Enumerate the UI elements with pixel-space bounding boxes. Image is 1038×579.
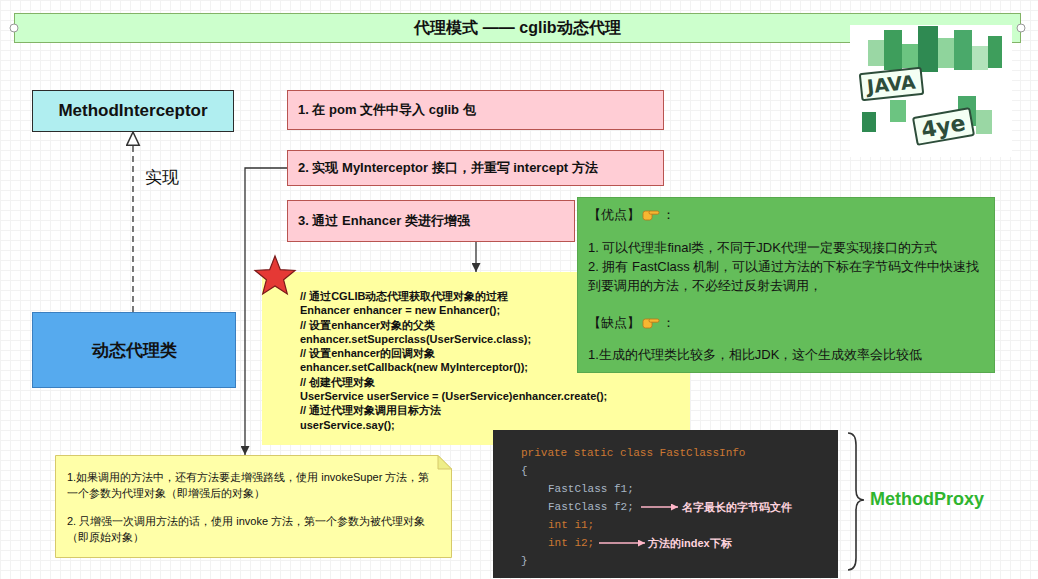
- logo-text: 4ye: [912, 107, 975, 146]
- code-line: {: [521, 462, 528, 480]
- code-line: // 设置enhancer对象的父类: [300, 318, 435, 332]
- note-fold: [438, 456, 452, 470]
- logo-art: [850, 25, 1012, 157]
- proxy-class-box: 动态代理类: [32, 312, 236, 388]
- code-line: // 设置enhancer的回调对象: [300, 346, 435, 360]
- code-panel: private static class FastClassInfo{FastC…: [493, 430, 838, 578]
- box-label: 动态代理类: [92, 339, 177, 362]
- panel-text: 2. 拥有 FastClass 机制，可以通过方法的下标在字节码文件中快速找到要…: [588, 257, 984, 295]
- group-label: MethodProxy: [870, 489, 984, 510]
- code-line: enhancer.setSuperclass(UserService.class…: [300, 332, 531, 346]
- code-line: // 通过代理对象调用目标方法: [300, 403, 441, 417]
- code-line: 方法的index下标: [648, 534, 732, 552]
- code-line: }: [521, 552, 528, 570]
- hand-icon: [642, 207, 660, 221]
- code-line: int i2;: [521, 534, 594, 552]
- band-handle: [1017, 24, 1025, 32]
- flow-arrow: [475, 242, 476, 272]
- step-box: 1. 在 pom 文件中导入 cglib 包: [287, 90, 664, 130]
- title-band: 代理模式 —— cglib动态代理: [14, 13, 1021, 43]
- logo-text: JAVA: [859, 67, 924, 101]
- code-line: UserService userService = (UserService)e…: [300, 389, 607, 403]
- panel-text: 1. 可以代理非final类，不同于JDK代理一定要实现接口的方式: [588, 238, 984, 257]
- code-line: enhancer.setCallback(new MyInterceptor()…: [300, 360, 528, 374]
- star-mark: [255, 256, 295, 294]
- step-text: 2. 实现 MyInterceptor 接口，并重写 intercept 方法: [298, 159, 598, 177]
- step-text: 1. 在 pom 文件中导入 cglib 包: [298, 101, 476, 119]
- code-line: // 通过CGLIB动态代理获取代理对象的过程: [300, 289, 508, 303]
- code-line: FastClass f1;: [521, 480, 634, 498]
- panel-text: ：: [662, 207, 675, 222]
- note-text: 2. 只增强一次调用方法的话，使用 invoke 方法，第一个参数为被代理对象（…: [67, 513, 434, 545]
- code-line: 名字最长的字节码文件: [682, 498, 792, 516]
- hand-icon: [642, 315, 660, 329]
- panel-text: 【优点】: [588, 207, 640, 222]
- panel-text: 【缺点】: [588, 315, 640, 330]
- step-box: 3. 通过 Enhancer 类进行增强: [287, 200, 575, 242]
- code-line: userService.say();: [300, 418, 395, 432]
- panel-text: ：: [662, 315, 675, 330]
- diagram-title: 代理模式 —— cglib动态代理: [414, 18, 620, 39]
- curly-brace: [848, 433, 864, 570]
- realization-arrow: [132, 132, 133, 312]
- code-line: int i1;: [521, 516, 594, 534]
- band-handle: [10, 24, 18, 32]
- edge-label: 实现: [145, 168, 179, 188]
- leader-arrow: [641, 506, 678, 508]
- code-line: // 创建代理对象: [300, 375, 375, 389]
- panel-text: 1.生成的代理类比较多，相比JDK，这个生成效率会比较低: [588, 345, 984, 364]
- code-line: Enhancer enhancer = new Enhancer();: [300, 303, 500, 317]
- sticky-note: 1.如果调用的方法中，还有方法要走增强路线，使用 invokeSuper 方法，…: [55, 455, 452, 558]
- step-box: 2. 实现 MyInterceptor 接口，并重写 intercept 方法: [287, 150, 664, 186]
- note-text: 1.如果调用的方法中，还有方法要走增强路线，使用 invokeSuper 方法，…: [67, 469, 434, 501]
- pros-cons-panel: 【优点】 ： 1. 可以代理非final类，不同于JDK代理一定要实现接口的方式2.…: [577, 197, 995, 373]
- note-body: [56, 456, 452, 558]
- step-text: 3. 通过 Enhancer 类进行增强: [298, 212, 470, 230]
- interface-box: MethodInterceptor: [32, 90, 234, 132]
- box-label: MethodInterceptor: [58, 101, 207, 121]
- code-line: private static class FastClassInfo: [521, 444, 745, 462]
- code-line: FastClass f2;: [521, 498, 634, 516]
- leader-arrow: [599, 542, 645, 544]
